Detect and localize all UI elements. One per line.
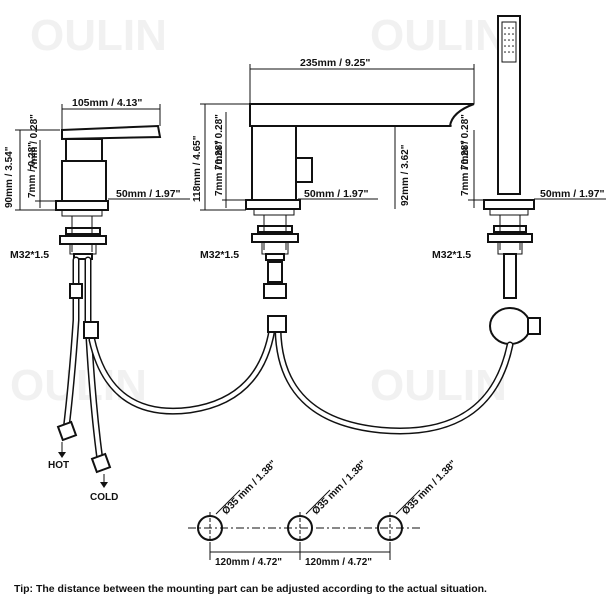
shower-deck-thickness-top-label: 7mm / 0.28" (460, 114, 471, 170)
spout-width-label: 235mm / 9.25" (300, 57, 370, 69)
spout-unit (245, 103, 475, 261)
spout-deck-thickness-top-label: 7mm / 0.28" (214, 114, 225, 170)
hole-diameter-label-3: Ø35 mm / 1.38" (400, 458, 459, 517)
spout-deck-thickness-label: 7mm / 0.28" (214, 140, 225, 196)
tip-text: Tip: The distance between the mounting p… (14, 583, 487, 595)
watermark-top-right: OULIN (370, 11, 507, 60)
mixer-width-label: 105mm / 4.13" (72, 97, 142, 109)
mixer-height-label: 90mm / 3.54" (4, 146, 15, 208)
hand-shower-unit (483, 15, 541, 345)
mixer-base-label: 50mm / 1.97" (116, 188, 181, 200)
hole-spacing-label-1: 120mm / 4.72" (215, 557, 282, 568)
mounting-holes (188, 489, 421, 560)
mixer-unit (55, 124, 162, 260)
hot-label: HOT (48, 460, 69, 471)
watermark-mid-left: OULIN (10, 361, 147, 410)
shower-head-nozzles (504, 27, 514, 53)
hole-diameter-label-2: Ø35 mm / 1.38" (310, 458, 369, 517)
watermark-top-left: OULIN (30, 11, 167, 60)
mixer-deck-thickness-label: 7mm / 0.28" (27, 142, 38, 198)
mixer-thread-label: M32*1.5 (10, 249, 49, 261)
spout-base-label: 50mm / 1.97" (304, 188, 369, 200)
hole-diameter-label-1: Ø35 mm / 1.38" (220, 458, 279, 517)
watermark-mid-right: OULIN (370, 361, 507, 410)
mixer-deck-thickness-top-label: 7mm / 0.28" (29, 114, 40, 170)
supply-hoses (56, 256, 514, 488)
shower-thread-label: M32*1.5 (432, 249, 471, 261)
spout-thread-label: M32*1.5 (200, 249, 239, 261)
shower-dimension-lines (468, 130, 606, 208)
shower-base-label: 50mm / 1.97" (540, 188, 605, 200)
hole-spacing-label-2: 120mm / 4.72" (305, 557, 372, 568)
spout-outlet-height-label: 92mm / 3.62" (400, 144, 411, 206)
spout-height-label: 118mm / 4.65" (192, 135, 203, 202)
shower-deck-thickness-label: 7mm / 0.28" (460, 140, 471, 196)
cold-label: COLD (90, 492, 118, 503)
spout-dimension-lines (200, 64, 475, 211)
mixer-dimension-lines (15, 104, 190, 211)
